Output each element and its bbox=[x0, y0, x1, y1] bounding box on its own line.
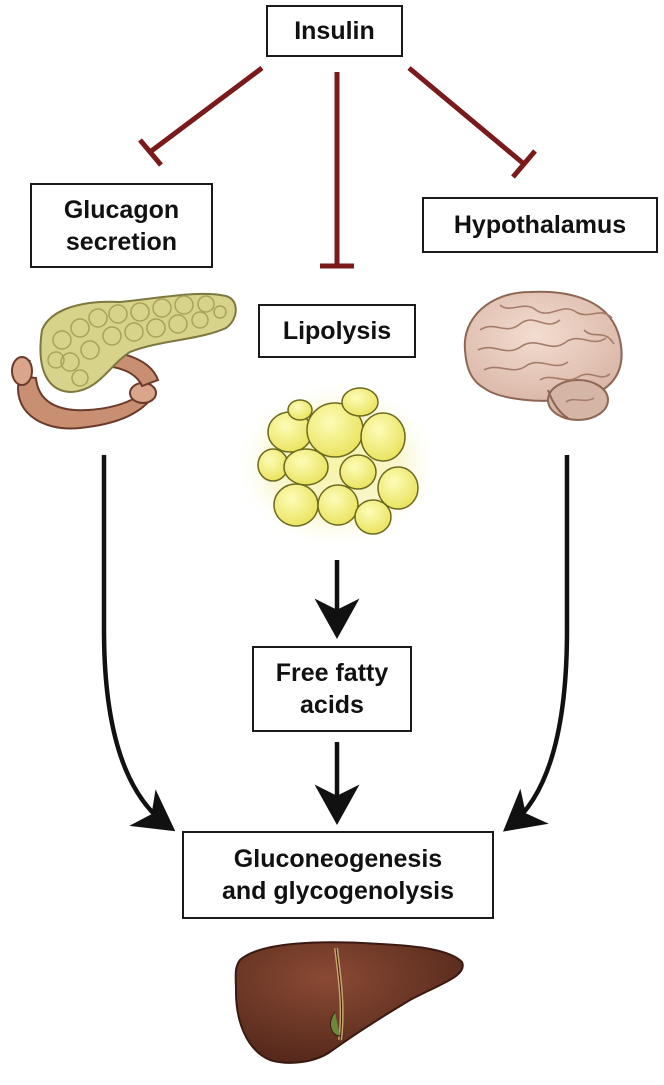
arrow-pancreas-to-gluconeogenesis bbox=[101, 455, 176, 832]
inhibition-line-lipolysis bbox=[320, 72, 354, 269]
arrow-brain-to-gluconeogenesis bbox=[503, 455, 570, 832]
node-insulin: Insulin bbox=[266, 5, 403, 57]
node-gluconeogenesis: Gluconeogenesis and glycogenolysis bbox=[182, 831, 494, 919]
node-gluco-label-line2: and glycogenolysis bbox=[221, 877, 454, 905]
node-gluco-label-line1: Gluconeogenesis bbox=[233, 845, 443, 873]
node-free-fatty-acids: Free fatty acids bbox=[252, 646, 412, 732]
node-ffa-label-line2: acids bbox=[300, 691, 364, 719]
adipocytes-icon bbox=[232, 380, 442, 550]
node-lipolysis: Lipolysis bbox=[258, 304, 416, 358]
node-insulin-label: Insulin bbox=[294, 17, 375, 45]
inhibition-line-hypothalamus bbox=[407, 66, 537, 179]
node-hypothalamus: Hypothalamus bbox=[422, 197, 658, 253]
node-glucagon-secretion: Glucagon secretion bbox=[30, 183, 213, 268]
node-hypothalamus-label: Hypothalamus bbox=[453, 211, 627, 239]
node-glucagon-label-line2: secretion bbox=[65, 227, 178, 256]
pancreas-icon bbox=[11, 292, 237, 430]
node-ffa-label-line1: Free fatty bbox=[275, 659, 389, 687]
liver-icon bbox=[234, 941, 464, 1064]
node-glucagon-label-line1: Glucagon bbox=[63, 195, 180, 224]
inhibition-line-glucagon bbox=[138, 66, 264, 167]
brain-icon bbox=[463, 290, 623, 421]
node-lipolysis-label: Lipolysis bbox=[282, 317, 392, 345]
